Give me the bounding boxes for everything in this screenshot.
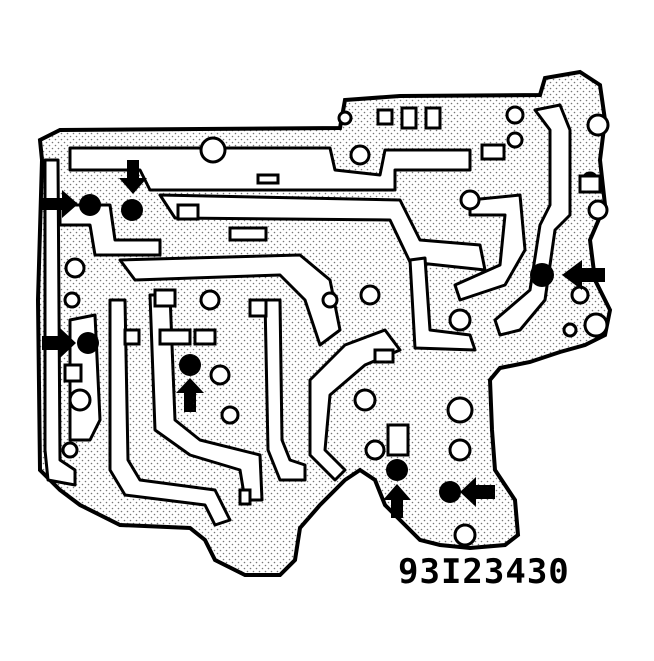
- port: [220, 405, 240, 425]
- chamber: [400, 106, 418, 130]
- reference-number: 93I23430: [398, 552, 570, 592]
- arrow-icon: [42, 190, 78, 218]
- chamber: [193, 328, 217, 346]
- passage-lower-arc: [308, 328, 402, 482]
- chamber: [176, 203, 200, 221]
- check-ball-icon: [179, 354, 201, 376]
- check-ball-icon: [386, 459, 408, 481]
- arrow-icon: [176, 378, 204, 412]
- fluid-passages: [43, 103, 572, 527]
- port: [63, 291, 81, 309]
- port: [562, 322, 578, 338]
- port: [349, 144, 371, 166]
- check-balls: [77, 194, 554, 503]
- chamber: [158, 328, 192, 346]
- chamber: [578, 174, 602, 194]
- arrow-icon: [42, 328, 76, 358]
- port: [448, 438, 472, 462]
- port: [446, 396, 474, 424]
- arrow-icon: [562, 260, 605, 290]
- port: [448, 308, 472, 332]
- chamber: [376, 108, 394, 126]
- port: [505, 105, 525, 125]
- passage-snake-a: [148, 293, 264, 502]
- chamber: [228, 226, 268, 242]
- port: [583, 312, 609, 338]
- port: [587, 199, 609, 221]
- chamber: [63, 363, 83, 383]
- passage-top: [68, 146, 472, 192]
- passage-far-right: [493, 103, 572, 337]
- port: [199, 289, 221, 311]
- port: [68, 388, 92, 412]
- port: [570, 285, 590, 305]
- passage-upper-left: [58, 203, 162, 257]
- passage-snake-b: [108, 298, 232, 527]
- port: [364, 439, 386, 461]
- chamber: [123, 328, 141, 346]
- arrow-icon: [460, 477, 495, 507]
- passage-long-upper: [158, 193, 487, 272]
- port: [61, 441, 79, 459]
- chamber: [386, 423, 410, 457]
- port: [199, 136, 227, 164]
- check-ball-icon: [439, 481, 461, 503]
- check-ball-icon: [79, 194, 101, 216]
- passage-middle: [118, 253, 342, 347]
- arrow-icon: [383, 484, 411, 518]
- check-ball-icon: [77, 332, 99, 354]
- check-ball-icon: [530, 263, 554, 287]
- port: [321, 291, 339, 309]
- passage-right-middle: [453, 193, 527, 302]
- port: [353, 388, 377, 412]
- port: [359, 284, 381, 306]
- chamber: [248, 298, 268, 318]
- passage-right-vertical: [408, 256, 477, 352]
- chamber: [238, 488, 252, 506]
- chamber: [153, 288, 177, 308]
- passage-center-vertical: [263, 298, 307, 482]
- port: [209, 364, 231, 386]
- chamber: [424, 106, 442, 130]
- port: [453, 523, 477, 547]
- chamber: [480, 143, 506, 161]
- port: [64, 257, 86, 279]
- port: [459, 189, 481, 211]
- chamber: [373, 348, 395, 364]
- check-ball-icon: [121, 199, 143, 221]
- ports: [61, 105, 610, 547]
- port: [337, 110, 353, 126]
- chamber: [256, 173, 280, 185]
- port: [506, 131, 524, 149]
- arrow-icon: [119, 160, 147, 194]
- arrows: [42, 160, 605, 518]
- port: [586, 113, 610, 137]
